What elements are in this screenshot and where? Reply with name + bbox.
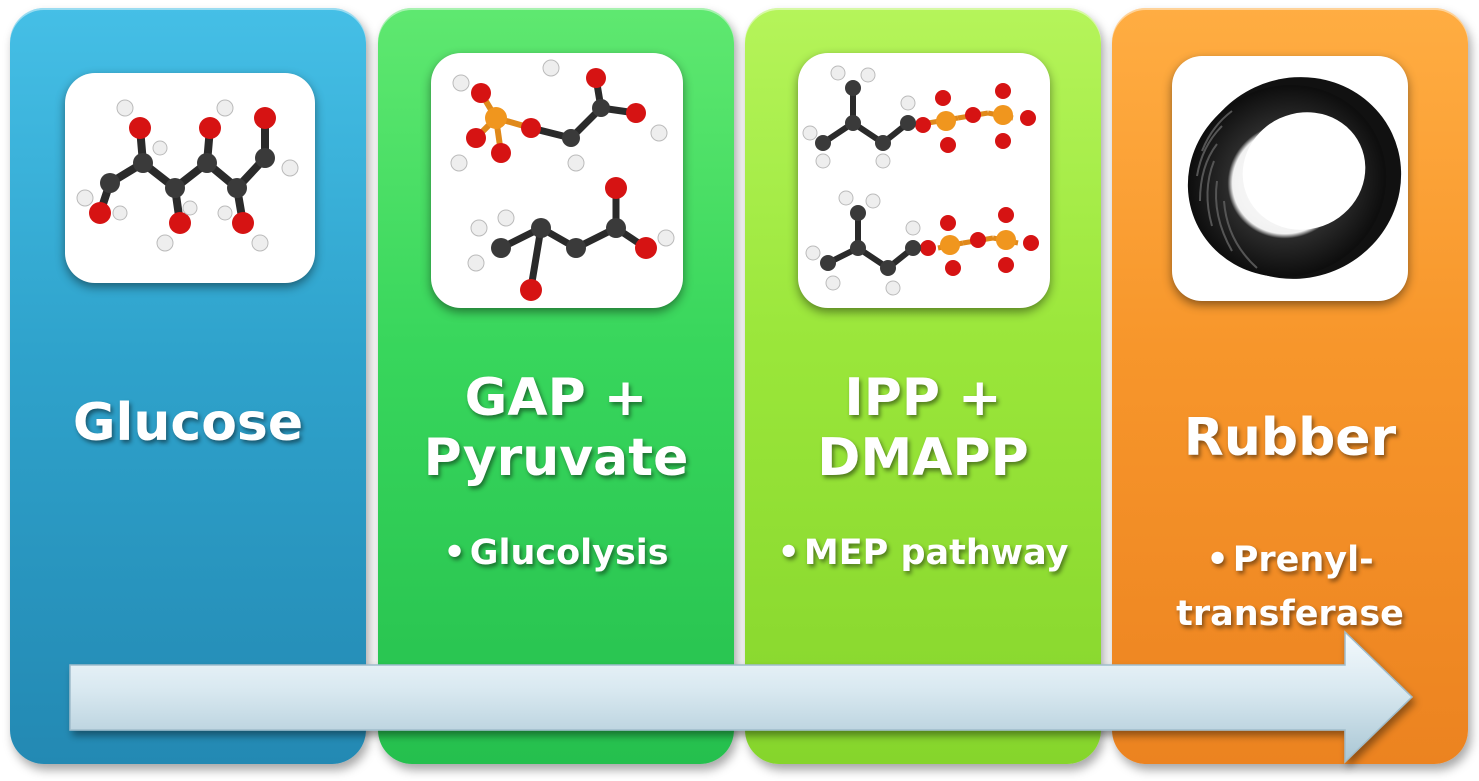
step-title-line: Rubber bbox=[1183, 408, 1397, 468]
bullet-glyph: • bbox=[1206, 540, 1229, 580]
step-subtitle: •MEP pathway bbox=[745, 528, 1101, 578]
bullet-glyph: • bbox=[777, 533, 800, 573]
tire-icon bbox=[1187, 77, 1402, 279]
step-title-line: Pyruvate bbox=[423, 428, 689, 488]
gap-pyruvate-molecule-image bbox=[431, 53, 683, 308]
step-title-line: IPP + bbox=[844, 368, 1002, 428]
step-panel-glucose: Glucose bbox=[10, 8, 366, 764]
step-title: GAP + Pyruvate bbox=[378, 368, 734, 488]
step-panel-ipp-dmapp: IPP + DMAPP •MEP pathway bbox=[745, 8, 1101, 764]
step-subtitle-line: MEP pathway bbox=[803, 533, 1069, 573]
step-subtitle: •Prenyl- transferase bbox=[1112, 533, 1468, 641]
step-panel-gap-pyruvate: GAP + Pyruvate •Glucolysis bbox=[378, 8, 734, 764]
step-panel-rubber: Rubber •Prenyl- transferase bbox=[1112, 8, 1468, 764]
ipp-dmapp-molecule-image bbox=[798, 53, 1050, 308]
step-title: Rubber bbox=[1112, 408, 1468, 468]
ipp-dmapp-molecule-icon bbox=[802, 65, 1039, 296]
step-title: IPP + DMAPP bbox=[745, 368, 1101, 488]
gap-pyruvate-molecule-icon bbox=[450, 59, 675, 301]
step-subtitle-line: transferase bbox=[1176, 594, 1404, 634]
step-title-line: Glucose bbox=[72, 393, 304, 453]
step-title: Glucose bbox=[10, 393, 366, 453]
step-subtitle-line: Prenyl- bbox=[1232, 540, 1374, 580]
step-subtitle: •Glucolysis bbox=[378, 528, 734, 578]
tire-image bbox=[1172, 56, 1408, 301]
glucose-molecule-image bbox=[65, 73, 315, 283]
step-title-line: DMAPP bbox=[817, 428, 1029, 488]
step-title-line: GAP + bbox=[464, 368, 648, 428]
glucose-molecule-icon bbox=[76, 99, 299, 252]
bullet-glyph: • bbox=[443, 533, 466, 573]
step-subtitle-line: Glucolysis bbox=[469, 533, 669, 573]
